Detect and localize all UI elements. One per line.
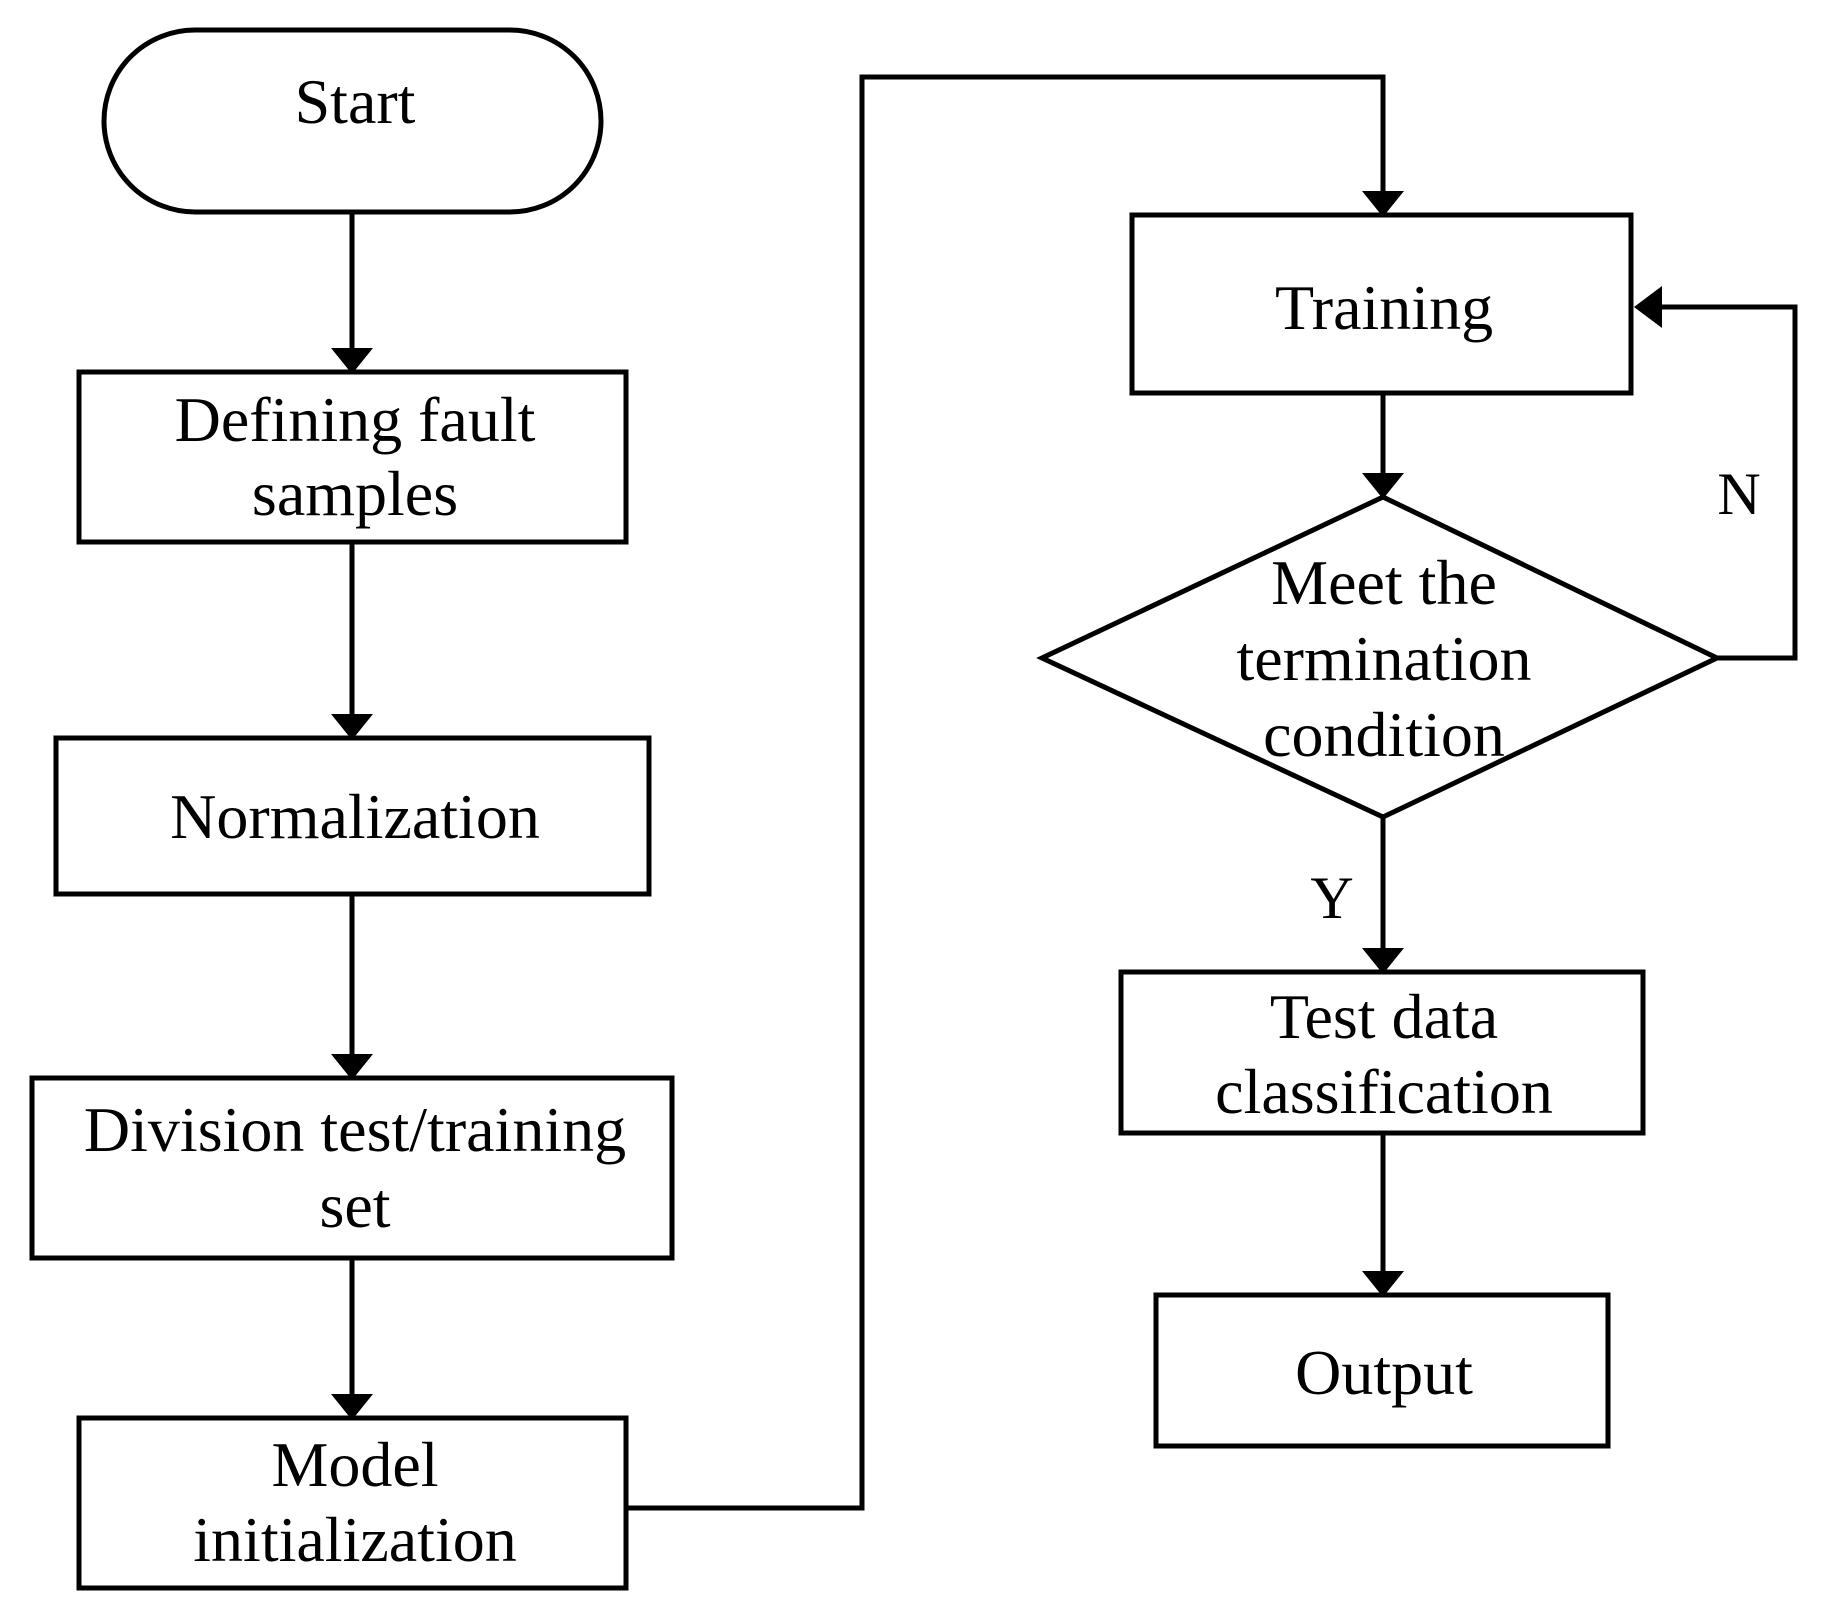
division-node: Division test/training set (29, 1075, 675, 1261)
decision-label-line1: Meet the (1271, 547, 1497, 618)
connectors (331, 74, 1798, 1511)
branch-label-yes: Y (1310, 865, 1353, 931)
edge-model-to-training (627, 74, 1386, 1511)
arrowhead-training-right (1634, 286, 1662, 328)
arrowhead-define (331, 348, 373, 374)
arrowhead-division (331, 1054, 373, 1080)
output-label: Output (1295, 1337, 1473, 1408)
model-init-label-line2: initialization (193, 1504, 516, 1575)
division-label-line2: set (319, 1170, 390, 1241)
branch-label-no: N (1717, 461, 1760, 527)
test-classification-node: Test data classification (1118, 969, 1646, 1136)
test-classification-label-line2: classification (1215, 1056, 1553, 1127)
arrowhead-decision (1362, 473, 1404, 499)
normalization-box (53, 735, 652, 897)
start-label: Start (295, 66, 416, 137)
division-label-line1: Division test/training (84, 1094, 626, 1165)
division-box (29, 1075, 675, 1261)
model-init-label-line1: Model (271, 1429, 438, 1500)
decision-label-line2: termination (1236, 623, 1531, 694)
define-samples-node: Defining fault samples (76, 369, 629, 545)
edge-decision-no-loop (1660, 304, 1798, 661)
arrowhead-training-top (1362, 191, 1404, 217)
decision-node: Meet the termination condition (1036, 494, 1723, 820)
test-classification-box (1118, 969, 1646, 1136)
output-box (1153, 1292, 1611, 1449)
test-classification-label-line1: Test data (1270, 981, 1498, 1052)
arrowhead-output (1362, 1271, 1404, 1297)
model-init-box (76, 1415, 629, 1591)
arrowhead-normalize (331, 714, 373, 740)
normalization-label: Normalization (170, 781, 540, 852)
model-init-node: Model initialization (76, 1415, 629, 1591)
define-samples-label-line2: samples (252, 458, 458, 529)
training-box (1129, 212, 1634, 396)
training-node: Training (1129, 212, 1634, 396)
define-samples-label-line1: Defining fault (175, 384, 536, 455)
define-samples-box (76, 369, 629, 545)
start-node: Start (101, 27, 604, 215)
decision-label-line3: condition (1263, 699, 1505, 770)
training-label: Training (1275, 272, 1493, 343)
normalization-node: Normalization (53, 735, 652, 897)
output-node: Output (1153, 1292, 1611, 1449)
start-terminator-shape (101, 27, 604, 215)
arrowhead-model (331, 1394, 373, 1420)
decision-diamond (1036, 494, 1723, 820)
arrowhead-test-classification (1362, 948, 1404, 974)
